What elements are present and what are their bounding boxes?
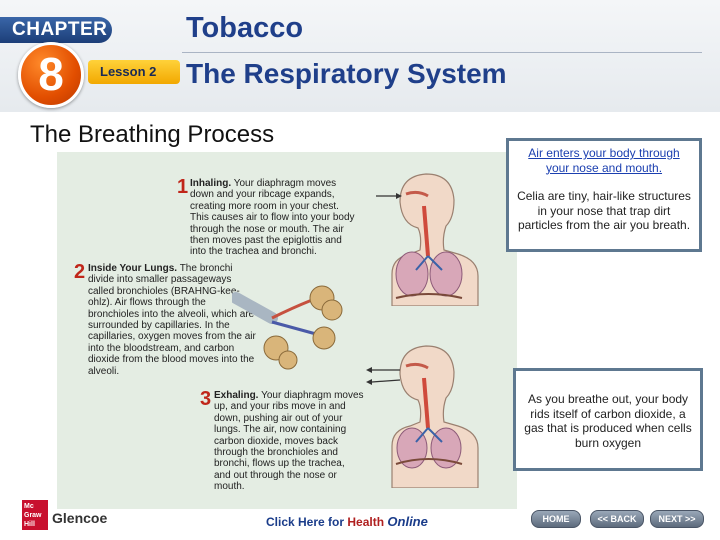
step-2-text: Inside Your Lungs. The bronchi divide in…	[88, 263, 258, 377]
step-1-text: Inhaling. Your diaphragm moves down and …	[190, 178, 360, 258]
step-3-text: Exhaling. Your diaphragm moves up, and y…	[214, 390, 364, 493]
info-box-inhale: Air enters your body through your nose a…	[506, 138, 702, 252]
bronchioles-alveoli-illustration	[232, 285, 343, 370]
step-2-title: Inside Your Lungs.	[88, 263, 178, 274]
glencoe-logo: Glencoe	[52, 510, 108, 526]
page-title: The Breathing Process	[30, 121, 275, 148]
health-online-link[interactable]: Click Here for Health Online	[266, 514, 428, 529]
slide-header	[0, 0, 720, 112]
lesson-tab: Lesson 2	[88, 60, 180, 84]
health-link-health: Health	[347, 515, 385, 529]
back-button[interactable]: << BACK	[590, 510, 644, 528]
chapter-tab: CHAPTER	[0, 17, 112, 43]
home-button[interactable]: HOME	[531, 510, 581, 528]
step-2-body: The bronchi divide into smaller passagew…	[88, 263, 256, 377]
chapter-title: Tobacco	[186, 12, 304, 44]
inhaling-body-illustration	[376, 173, 479, 306]
exhaling-body-illustration	[366, 345, 479, 488]
step-3-title: Exhaling.	[214, 390, 259, 401]
cilia-description: Celia are tiny, hair-like structures in …	[517, 189, 691, 233]
chapter-number-badge: 8	[18, 42, 84, 108]
lesson-title: The Respiratory System	[186, 58, 507, 89]
step-3-number: 3	[200, 388, 212, 410]
step-2-number: 2	[74, 261, 86, 283]
exhale-description: As you breathe out, your body rids itsel…	[524, 392, 692, 450]
step-3-body: Your diaphragm moves up, and your ribs m…	[214, 390, 364, 493]
next-button[interactable]: NEXT >>	[650, 510, 704, 528]
info-box-exhale: As you breathe out, your body rids itsel…	[513, 368, 703, 471]
health-link-prefix: Click Here for	[266, 515, 345, 529]
air-enters-link[interactable]: Air enters your body through your nose a…	[528, 146, 680, 175]
step-1-title: Inhaling.	[190, 178, 232, 189]
step-1-number: 1	[177, 176, 189, 198]
health-link-online: Online	[387, 514, 428, 529]
step-1-body: Your diaphragm moves down and your ribca…	[190, 178, 355, 258]
title-divider	[182, 52, 702, 53]
